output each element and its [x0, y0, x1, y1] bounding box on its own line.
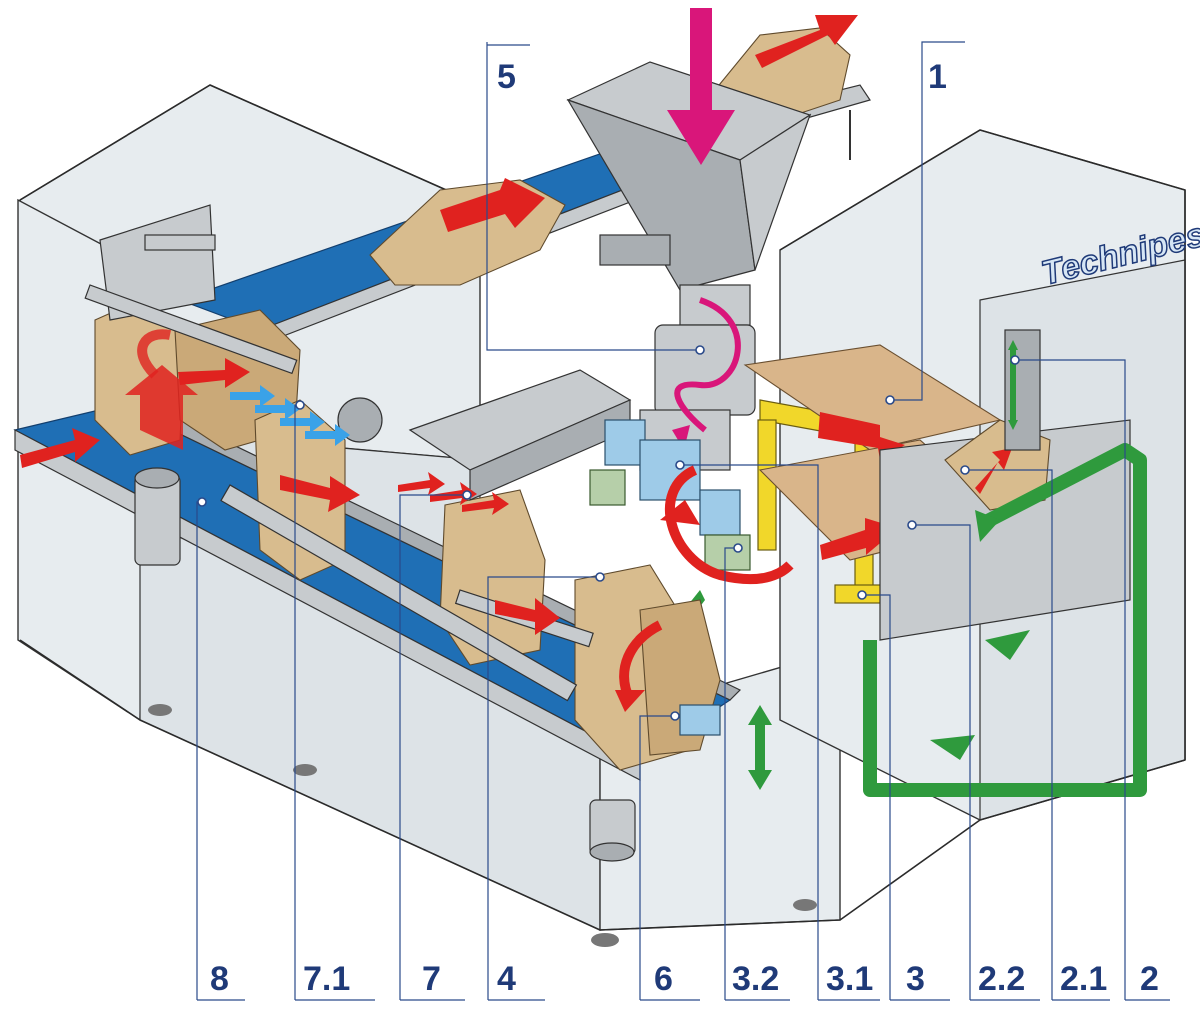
callout-2: 2: [1140, 960, 1159, 998]
callout-3-2: 3.2: [732, 960, 779, 998]
callout-8: 8: [210, 960, 229, 998]
drive-motors: [134, 467, 636, 862]
callout-2-1: 2.1: [1060, 960, 1107, 998]
callout-7-1: 7.1: [303, 960, 350, 998]
callout-5: 5: [497, 58, 516, 96]
callout-3: 3: [906, 960, 925, 998]
callout-anchor-dots: [197, 345, 1020, 721]
callout-leaders: [196, 41, 1170, 1001]
callout-1: 1: [928, 58, 947, 96]
callout-2-2: 2.2: [978, 960, 1025, 998]
air-flow-arrows: [230, 385, 350, 446]
spout-actuators: [589, 419, 751, 736]
callout-6: 6: [654, 960, 673, 998]
callout-7: 7: [422, 960, 441, 998]
callout-4: 4: [497, 960, 516, 998]
callout-3-1: 3.1: [826, 960, 873, 998]
product-flow-arrows: [20, 329, 794, 712]
